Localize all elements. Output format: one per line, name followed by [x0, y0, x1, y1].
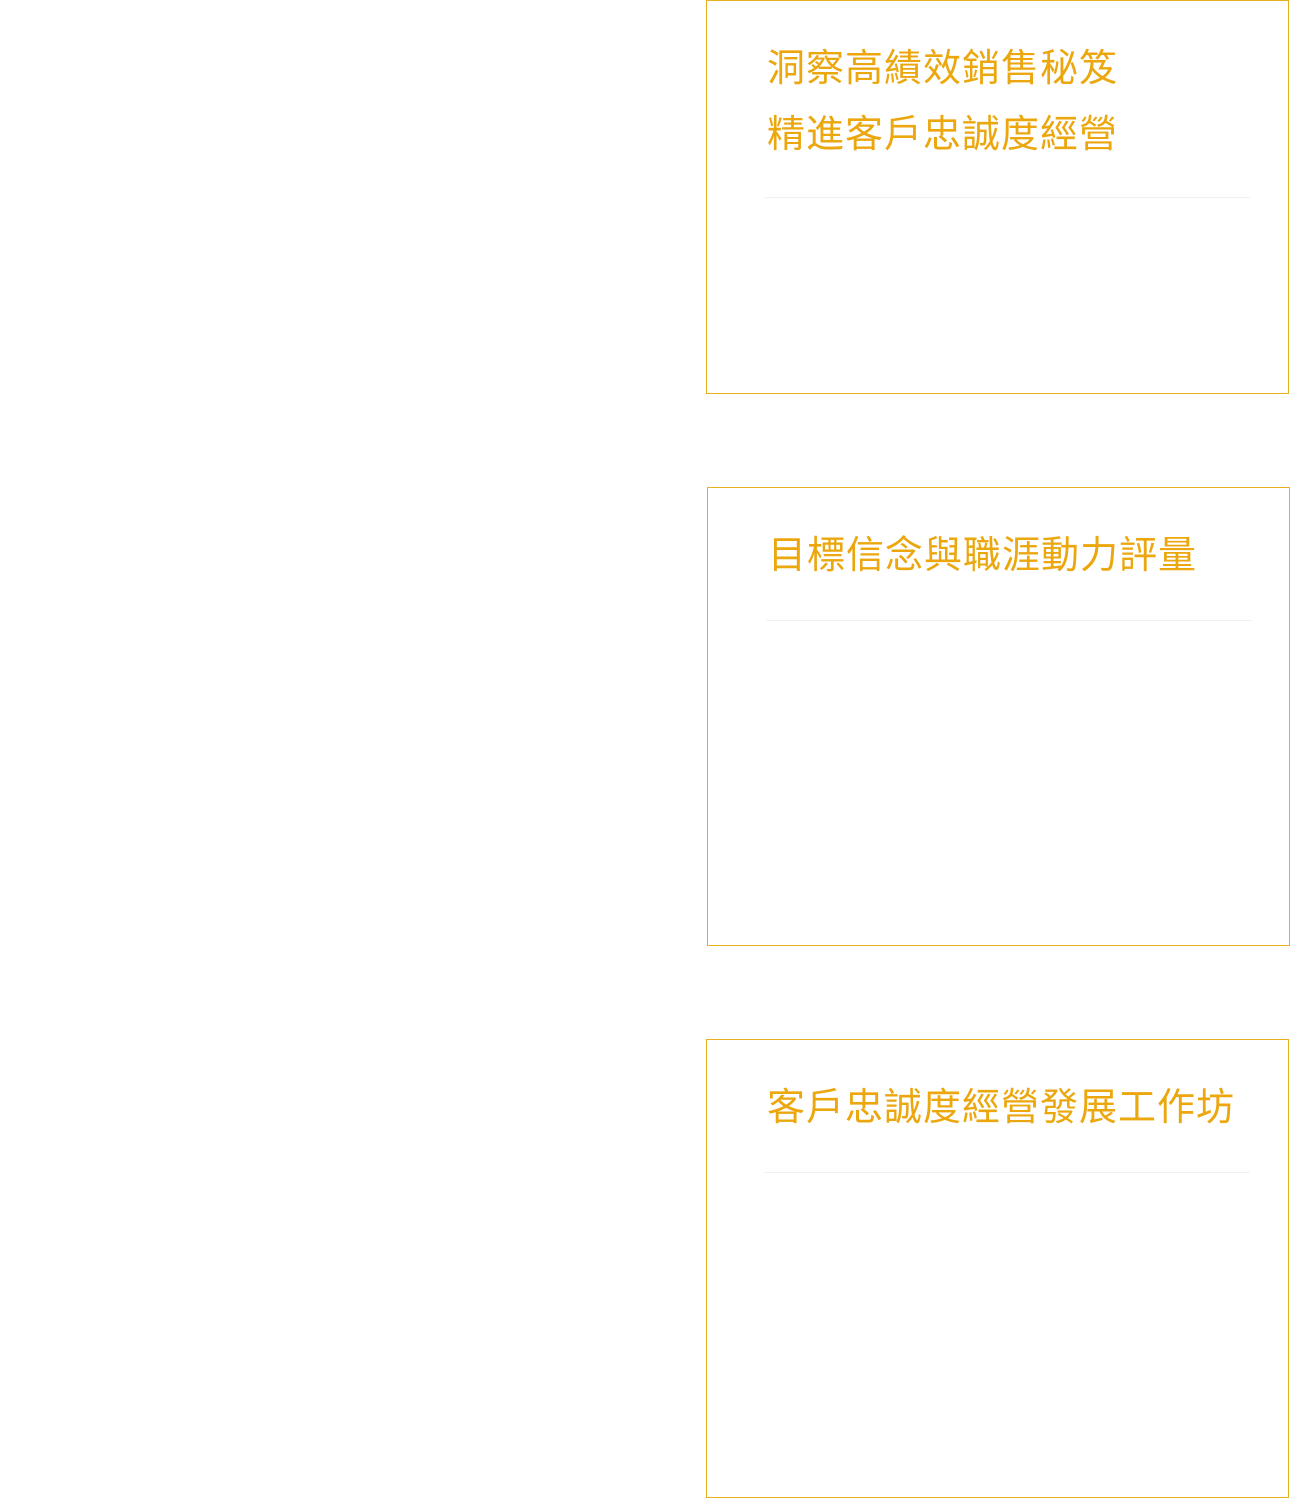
course-card-title: 洞察高績效銷售秘笈 精進客戶忠誠度經營 — [767, 35, 1118, 167]
card-title-line: 洞察高績效銷售秘笈 — [767, 46, 1119, 90]
course-card-career-motivation[interactable]: 目標信念與職涯動力評量 — [707, 487, 1290, 946]
card-title-line: 客戶忠誠度經營發展工作坊 — [767, 1085, 1236, 1129]
course-card-title: 目標信念與職涯動力評量 — [768, 522, 1197, 588]
card-divider — [766, 620, 1251, 621]
card-divider — [765, 1172, 1250, 1173]
course-card-loyalty-workshop[interactable]: 客戶忠誠度經營發展工作坊 — [706, 1039, 1289, 1498]
course-card-title: 客戶忠誠度經營發展工作坊 — [767, 1074, 1235, 1140]
card-divider — [765, 197, 1250, 198]
course-card-sales-secrets[interactable]: 洞察高績效銷售秘笈 精進客戶忠誠度經營 — [706, 0, 1289, 394]
card-title-line: 目標信念與職涯動力評量 — [768, 533, 1198, 577]
card-title-line: 精進客戶忠誠度經營 — [767, 112, 1119, 156]
